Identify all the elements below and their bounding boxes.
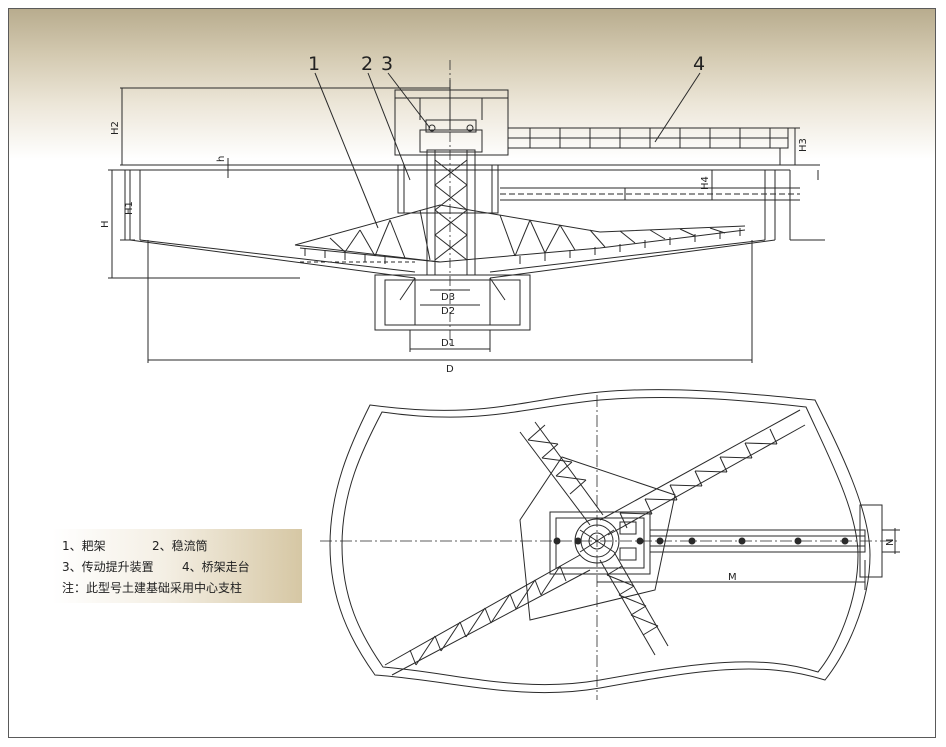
dim-h: h (216, 156, 227, 162)
plan-view (320, 389, 900, 700)
callout-1: 1 (308, 53, 320, 75)
legend-box: 1、耙架 2、稳流筒 3、传动提升装置 4、桥架走台 注：此型号土建基础采用中心… (52, 529, 302, 603)
dim-H2: H2 (110, 121, 121, 135)
bolt (574, 537, 582, 545)
bolt (841, 537, 849, 545)
dim-M: M (728, 572, 737, 583)
bolt (688, 537, 696, 545)
dim-D: D (446, 364, 454, 375)
callouts: 1 2 3 4 (308, 53, 705, 75)
callout-3: 3 (381, 53, 393, 75)
dim-H: H (100, 220, 111, 228)
callout-4: 4 (693, 53, 705, 75)
dim-N: N (885, 539, 896, 546)
dim-D3: D3 (441, 292, 455, 303)
legend-item-drive-lift: 3、传动提升装置 (62, 560, 154, 574)
legend-item-rake-frame: 1、耙架 (62, 539, 106, 553)
bolt (794, 537, 802, 545)
dim-H1: H1 (124, 201, 135, 215)
dimension-labels: H2 H H1 h H3 H4 D3 D2 D1 D M N (100, 121, 896, 583)
legend-note: 注：此型号土建基础采用中心支柱 (62, 581, 243, 595)
bolt (738, 537, 746, 545)
bolt (656, 537, 664, 545)
elevation-view (108, 60, 825, 363)
dim-H3: H3 (798, 138, 809, 152)
legend-item-bridge-walkway: 4、桥架走台 (182, 560, 250, 574)
dim-H4: H4 (700, 176, 711, 190)
dim-D2: D2 (441, 306, 455, 317)
dim-D1: D1 (441, 338, 455, 349)
bolt (553, 537, 561, 545)
bolt (636, 537, 644, 545)
walkway-bolts (553, 537, 849, 545)
callout-2: 2 (361, 53, 373, 75)
legend-item-feed-well: 2、稳流筒 (152, 539, 208, 553)
